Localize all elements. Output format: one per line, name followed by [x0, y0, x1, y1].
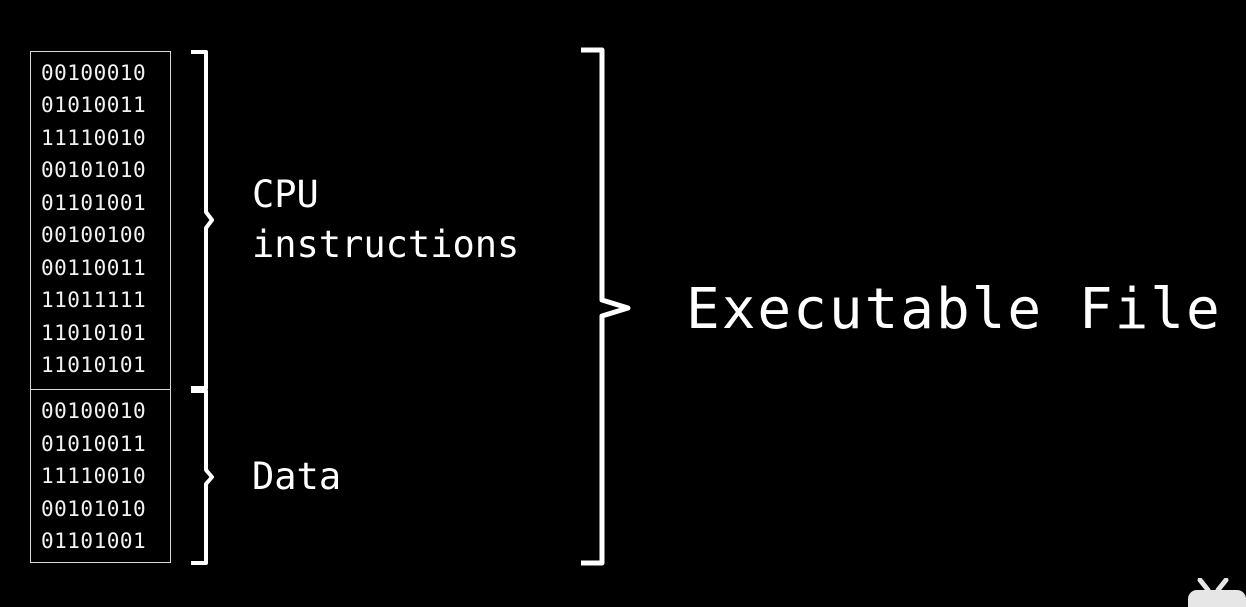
instructions-label: instructions [252, 223, 520, 266]
section-divider [31, 389, 170, 390]
instruction-row: 00100100 [41, 223, 147, 247]
binary-memory-box: 00100010 01010011 11110010 00101010 0110… [30, 51, 171, 563]
data-brace [191, 389, 214, 565]
instruction-row: 11010101 [41, 353, 147, 377]
instruction-row: 01010011 [41, 93, 147, 117]
cpu-label: CPU [252, 173, 319, 216]
instruction-row: 11011111 [41, 288, 147, 312]
data-row: 11110010 [41, 464, 147, 488]
executable-file-label: Executable File [686, 277, 1222, 342]
executable-brace [581, 47, 631, 566]
instruction-row: 01101001 [41, 191, 147, 215]
bilibili-tv-icon [1188, 578, 1246, 607]
data-row: 01010011 [41, 432, 147, 456]
data-row: 00100010 [41, 399, 147, 423]
instruction-row: 00100010 [41, 61, 147, 85]
data-row: 00101010 [41, 497, 147, 521]
instruction-row: 00101010 [41, 158, 147, 182]
instruction-row: 11010101 [41, 321, 147, 345]
instruction-row: 11110010 [41, 126, 147, 150]
data-label: Data [252, 455, 342, 498]
instruction-row: 00110011 [41, 256, 147, 280]
data-row: 01101001 [41, 529, 147, 553]
instructions-brace [191, 50, 214, 390]
